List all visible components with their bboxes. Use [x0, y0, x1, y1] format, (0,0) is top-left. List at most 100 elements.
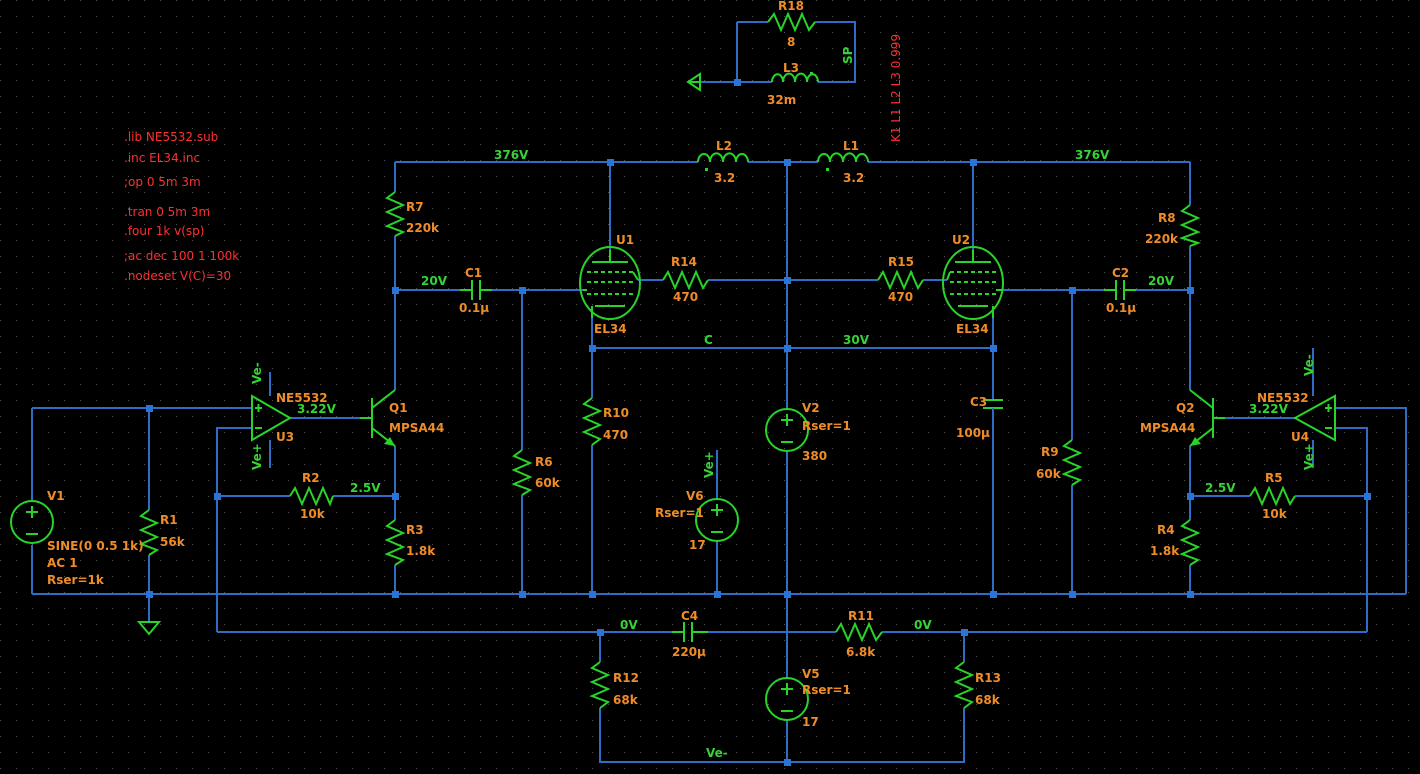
r7-value: 220k: [406, 221, 440, 235]
u3-opamp[interactable]: [251, 394, 292, 442]
u3-name: U3: [276, 430, 294, 444]
v2-rser: Rser=1: [802, 419, 851, 433]
v6-rser: Rser=1: [655, 506, 704, 520]
v2-voltage-source[interactable]: [765, 408, 809, 452]
r13-name: R13: [975, 671, 1001, 685]
c2-name: C2: [1112, 266, 1129, 280]
net-20v-right: 20V: [1148, 274, 1175, 288]
ground-symbol: [136, 621, 162, 636]
c3-name: C3: [970, 395, 987, 409]
l3-name: L3: [783, 61, 799, 75]
r9-value: 60k: [1036, 467, 1062, 481]
net-376v-right: 376V: [1075, 148, 1110, 162]
r4-value: 1.8k: [1150, 544, 1180, 558]
c2-value: 0.1µ: [1106, 301, 1136, 315]
r12-resistor[interactable]: [589, 661, 611, 709]
l2-inductor[interactable]: [697, 152, 749, 171]
v6-name: V6: [686, 489, 704, 503]
net-2.5v-right: 2.5V: [1205, 481, 1236, 495]
u4-opamp[interactable]: [1292, 394, 1336, 442]
u1-pentode-tube[interactable]: [579, 246, 641, 320]
directive-line[interactable]: .nodeset V(C)=30: [124, 269, 231, 283]
q2-name: Q2: [1176, 401, 1195, 415]
c4-name: C4: [681, 609, 698, 623]
v5-value: 17: [802, 715, 819, 729]
v2-name: V2: [802, 401, 820, 415]
r10-resistor[interactable]: [581, 397, 603, 446]
speaker-port-symbol[interactable]: [686, 72, 701, 92]
v1-value: SINE(0 0.5 1k): [47, 539, 144, 553]
q1-transistor[interactable]: [360, 389, 396, 447]
r10-name: R10: [603, 406, 629, 420]
r18-name: R18: [778, 0, 804, 13]
net-ve-plus-u3: Ve+: [250, 443, 264, 470]
r6-resistor[interactable]: [511, 449, 533, 496]
r9-resistor[interactable]: [1061, 439, 1083, 486]
r14-resistor[interactable]: [662, 269, 709, 291]
u4-value: NE5532: [1257, 391, 1309, 405]
net-2.5v-left: 2.5V: [350, 481, 381, 495]
u1-value: EL34: [594, 322, 627, 336]
v5-voltage-source[interactable]: [765, 677, 809, 721]
directive-line[interactable]: ;op 0 5m 3m: [124, 175, 201, 189]
r2-resistor[interactable]: [289, 485, 334, 507]
c4-value: 220µ: [672, 645, 706, 659]
c3-value: 100µ: [956, 426, 990, 440]
v5-name: V5: [802, 667, 820, 681]
net-ve-minus-u3: Ve-: [250, 362, 264, 384]
r4-resistor[interactable]: [1179, 519, 1201, 566]
r18-value: 8: [787, 35, 795, 49]
v1-voltage-source[interactable]: [10, 500, 54, 544]
r11-resistor[interactable]: [835, 621, 883, 643]
c4-capacitor[interactable]: [672, 622, 708, 642]
u2-name: U2: [952, 233, 970, 247]
directive-line[interactable]: .four 1k v(sp): [124, 224, 204, 238]
r1-resistor[interactable]: [138, 509, 160, 556]
net-ve-plus-u4: Ve+: [1302, 443, 1316, 470]
c1-value: 0.1µ: [459, 301, 489, 315]
net-ve-minus-bottom: Ve-: [706, 746, 728, 760]
directive-line[interactable]: .inc EL34.inc: [124, 151, 200, 165]
c2-capacitor[interactable]: [1104, 280, 1136, 300]
r14-name: R14: [671, 255, 697, 269]
u2-pentode-tube[interactable]: [942, 246, 1004, 320]
r18-resistor[interactable]: [767, 11, 816, 33]
l2-name: L2: [716, 139, 732, 153]
r3-resistor[interactable]: [384, 519, 406, 566]
r6-name: R6: [535, 455, 553, 469]
r2-value: 10k: [300, 507, 326, 521]
v6-value: 17: [689, 538, 706, 552]
r9-name: R9: [1041, 445, 1059, 459]
directive-line[interactable]: .tran 0 5m 3m: [124, 205, 210, 219]
v6-voltage-source[interactable]: [695, 498, 739, 542]
r4-name: R4: [1157, 523, 1175, 537]
l1-inductor[interactable]: [817, 152, 869, 171]
r7-resistor[interactable]: [384, 191, 406, 237]
directive-line[interactable]: .lib NE5532.sub: [124, 130, 218, 144]
r12-name: R12: [613, 671, 639, 685]
u3-value: NE5532: [276, 391, 328, 405]
q2-transistor[interactable]: [1189, 389, 1225, 447]
net-c: C: [704, 333, 713, 347]
coupling-directive[interactable]: K1 L1 L2 L3 0.999: [889, 34, 903, 142]
v1-ac: AC 1: [47, 556, 78, 570]
l3-inductor[interactable]: [771, 72, 819, 83]
l2-value: 3.2: [714, 171, 735, 185]
r5-resistor[interactable]: [1249, 485, 1296, 507]
c3-capacitor[interactable]: [983, 399, 1003, 418]
c1-capacitor[interactable]: [460, 280, 492, 300]
u1-name: U1: [616, 233, 634, 247]
v5-rser: Rser=1: [802, 683, 851, 697]
spice-directives: .lib NE5532.sub .inc EL34.inc ;op 0 5m 3…: [124, 130, 239, 283]
r8-resistor[interactable]: [1178, 204, 1202, 247]
r1-name: R1: [160, 513, 178, 527]
r13-resistor[interactable]: [953, 661, 975, 709]
r5-name: R5: [1265, 471, 1283, 485]
r12-value: 68k: [613, 693, 639, 707]
r15-resistor[interactable]: [877, 269, 924, 291]
directive-line[interactable]: ;ac dec 100 1 100k: [124, 249, 239, 263]
r7-name: R7: [406, 200, 424, 214]
u2-value: EL34: [956, 322, 989, 336]
